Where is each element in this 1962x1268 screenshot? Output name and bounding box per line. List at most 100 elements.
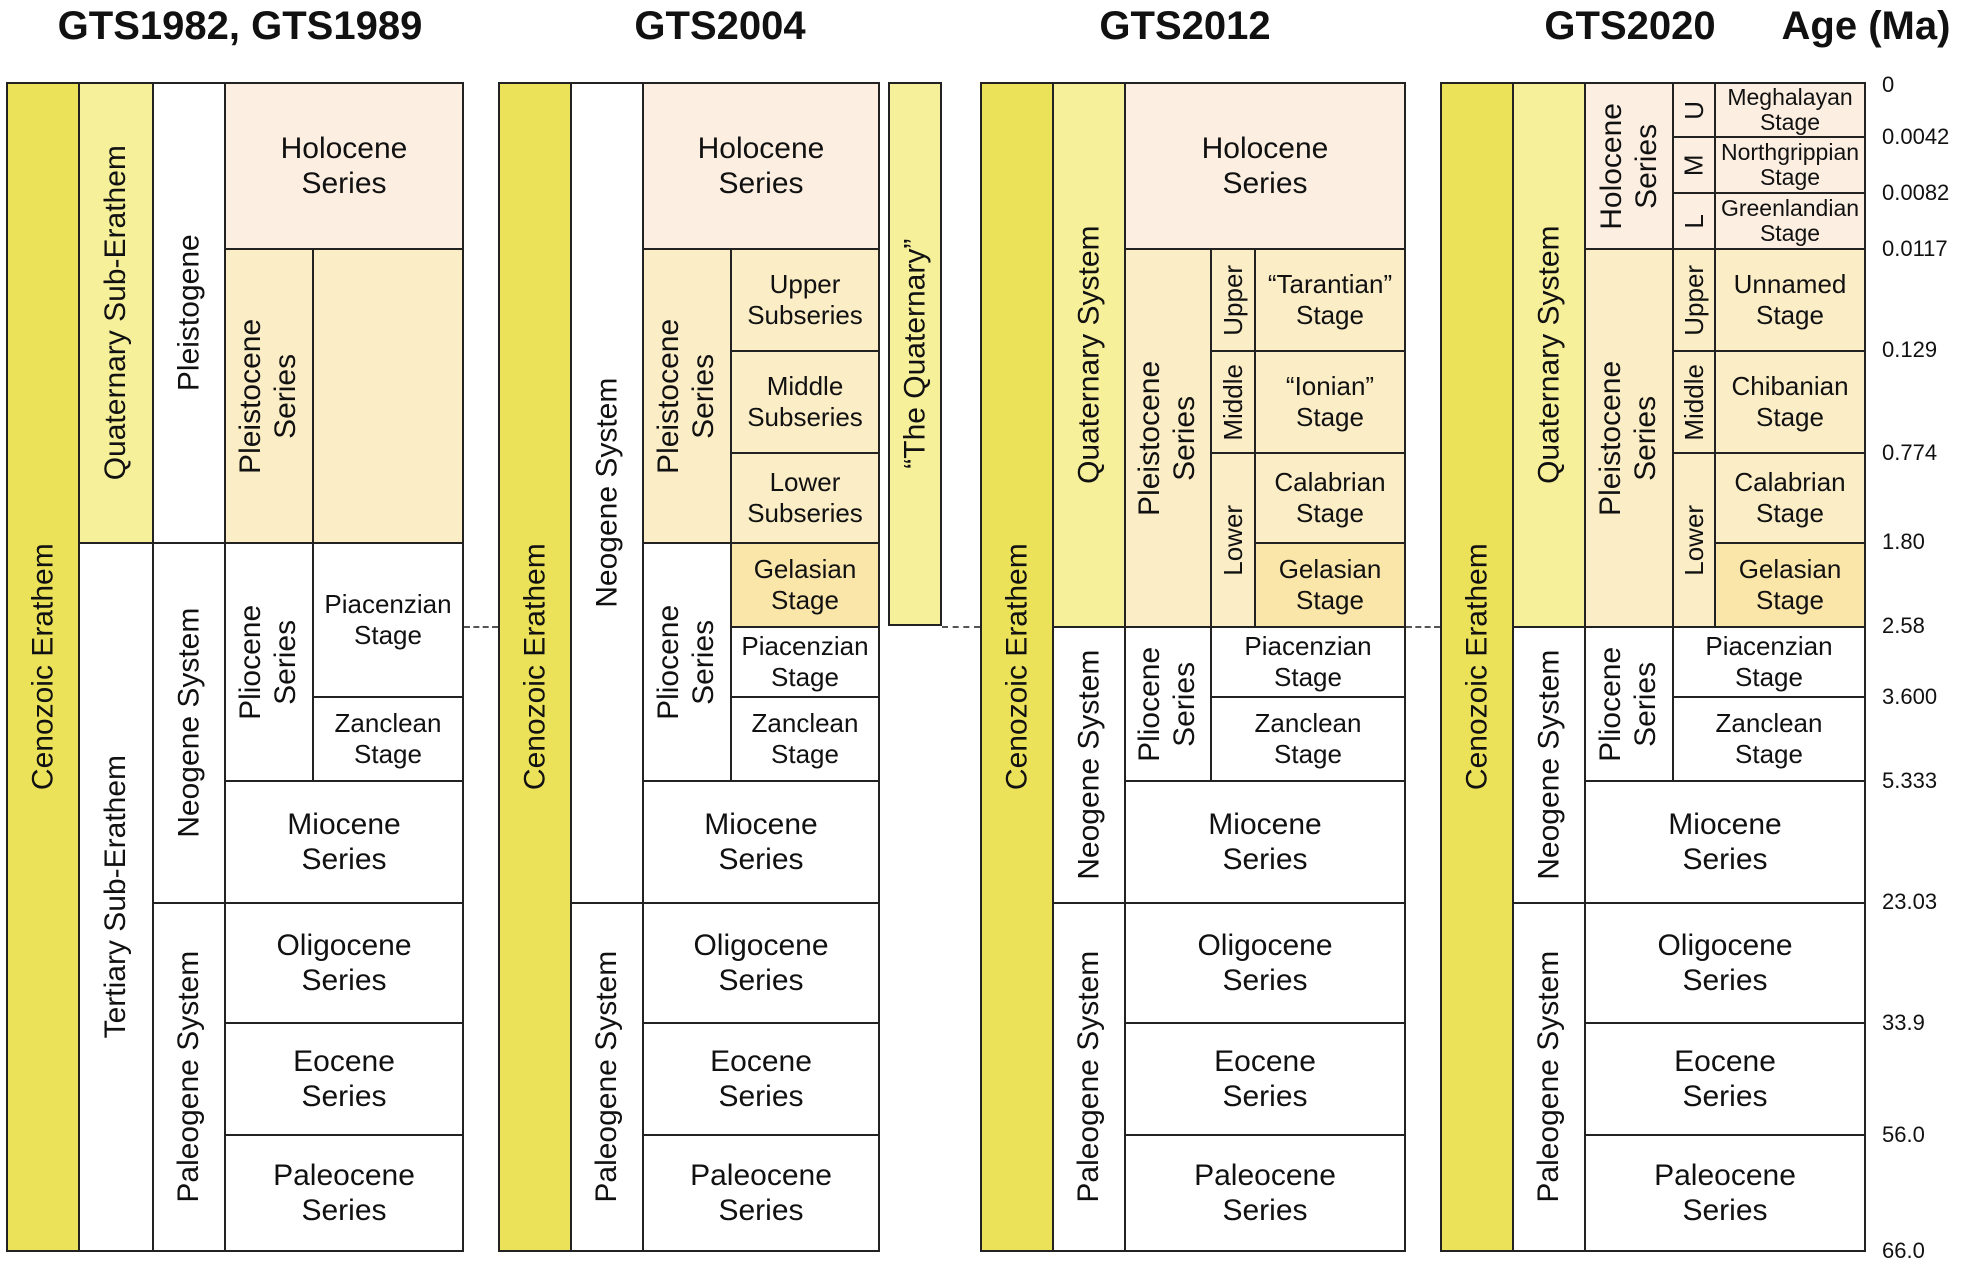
gts2020-paleocene-series: Paleocene Series: [1584, 1134, 1866, 1252]
gts2004-piacenzian-stage: Piacenzian Stage: [730, 626, 880, 698]
gts2004-pliocene-series: Pliocene Series: [642, 542, 732, 782]
gts2020-eocene-series: Eocene Series: [1584, 1022, 1866, 1136]
gts2004-the-quaternary-bracket: “The Quaternary”: [888, 82, 942, 626]
gts1982-cenozoic-erathem: Cenozoic Erathem: [6, 82, 80, 1252]
gts2004-miocene-series: Miocene Series: [642, 780, 880, 904]
gts2012-zanclean-stage: Zanclean Stage: [1210, 696, 1406, 782]
gts2012-upper-subseries: Upper: [1210, 248, 1256, 352]
gts2020-gelasian-stage: Gelasian Stage: [1714, 542, 1866, 628]
age-label: 0.774: [1882, 440, 1938, 465]
gts2020-pliocene-series: Pliocene Series: [1584, 626, 1674, 782]
gts2012-calabrian-stage: Calabrian Stage: [1254, 452, 1406, 544]
gts1982-oligocene-series: Oligocene Series: [224, 902, 464, 1024]
age-label: 1.80: [1882, 529, 1925, 554]
gts2012-lower-subseries: Lower: [1210, 452, 1256, 628]
gts2004-middle-subseries: Middle Subseries: [730, 350, 880, 454]
gts1982-holocene-series: Holocene Series: [224, 82, 464, 250]
gts2012-pleistocene-series: Pleistocene Series: [1124, 248, 1212, 628]
gts2020-calabrian-stage: Calabrian Stage: [1714, 452, 1866, 544]
gts2020-upper-subseries: Upper: [1672, 248, 1716, 352]
gts2012-ionian-stage: “Ionian” Stage: [1254, 350, 1406, 454]
age-label: 3.600: [1882, 684, 1938, 709]
gts2004-eocene-series: Eocene Series: [642, 1022, 880, 1136]
gts2020-quaternary-system: Quaternary System: [1512, 82, 1586, 628]
gts1982-pliocene-series: Pliocene Series: [224, 542, 314, 782]
gts2020-holocene-series: Holocene Series: [1584, 82, 1674, 250]
gts2012-paleocene-series: Paleocene Series: [1124, 1134, 1406, 1252]
gts1982-eocene-series: Eocene Series: [224, 1022, 464, 1136]
gts2004-gelasian-stage: Gelasian Stage: [730, 542, 880, 628]
gts1982-pleistocene-series: Pleistocene Series: [224, 248, 314, 544]
age-label: 56.0: [1882, 1122, 1925, 1147]
boundary-dash-3: [1406, 626, 1440, 628]
age-label: 5.333: [1882, 768, 1938, 793]
gts2020-miocene-series: Miocene Series: [1584, 780, 1866, 904]
gts2020-paleogene-system: Paleogene System: [1512, 902, 1586, 1252]
gts2012-cenozoic-erathem: Cenozoic Erathem: [980, 82, 1054, 1252]
gts2020-zanclean-stage: Zanclean Stage: [1672, 696, 1866, 782]
gts2012-piacenzian-stage: Piacenzian Stage: [1210, 626, 1406, 698]
age-label: 23.03: [1882, 889, 1938, 914]
gts2004-paleogene-system: Paleogene System: [570, 902, 644, 1252]
age-label: 0.0042: [1882, 124, 1950, 149]
age-label: 0.129: [1882, 337, 1938, 362]
age-label: 66.0: [1882, 1238, 1925, 1263]
age-label: 0.0082: [1882, 180, 1950, 205]
gts2012-gelasian-stage: Gelasian Stage: [1254, 542, 1406, 628]
gts2012-pliocene-series: Pliocene Series: [1124, 626, 1212, 782]
gts2004-upper-subseries: Upper Subseries: [730, 248, 880, 352]
gts2004-oligocene-series: Oligocene Series: [642, 902, 880, 1024]
gts2020-northgrippian-stage: Northgrippian Stage: [1714, 136, 1866, 194]
gts2012-holocene-series: Holocene Series: [1124, 82, 1406, 250]
gts1982-tertiary-sub-erathem: Tertiary Sub-Erathem: [78, 542, 154, 1252]
gts2012-oligocene-series: Oligocene Series: [1124, 902, 1406, 1024]
gts2012-tarantian-stage: “Tarantian” Stage: [1254, 248, 1406, 352]
gts2020-holocene-upper: U: [1672, 82, 1716, 138]
boundary-dash-1: [464, 626, 498, 628]
gts2004-cenozoic-erathem: Cenozoic Erathem: [498, 82, 572, 1252]
gts2020-meghalayan-stage: Meghalayan Stage: [1714, 82, 1866, 138]
gts1982-neogene-system: Neogene System: [152, 542, 226, 904]
gts1982-zanclean-stage: Zanclean Stage: [312, 696, 464, 782]
gts2004-pleistocene-series: Pleistocene Series: [642, 248, 732, 544]
gts2020-pleistocene-series: Pleistocene Series: [1584, 248, 1674, 628]
gts1982-paleocene-series: Paleocene Series: [224, 1134, 464, 1252]
boundary-dash-2: [942, 626, 980, 628]
gts1982-quaternary-sub-erathem: Quaternary Sub-Erathem: [78, 82, 154, 544]
gts2012-neogene-system: Neogene System: [1052, 626, 1126, 904]
gts2012-quaternary-system: Quaternary System: [1052, 82, 1126, 628]
gts2020-holocene-middle: M: [1672, 136, 1716, 194]
gts2004-neogene-system: Neogene System: [570, 82, 644, 904]
gts1982-miocene-series: Miocene Series: [224, 780, 464, 904]
title-age-axis: Age (Ma): [1781, 4, 1951, 48]
gts2004-zanclean-stage: Zanclean Stage: [730, 696, 880, 782]
title-gts2020: GTS2020: [1544, 4, 1716, 48]
age-label: 33.9: [1882, 1010, 1925, 1035]
age-label: 0.0117: [1882, 236, 1948, 261]
age-label: 2.58: [1882, 613, 1925, 638]
title-gts1982-gts1989: GTS1982, GTS1989: [57, 4, 423, 48]
gts2020-holocene-lower: L: [1672, 192, 1716, 250]
gts1982-pleistocene-blank: [312, 248, 464, 544]
gts2004-holocene-series: Holocene Series: [642, 82, 880, 250]
gts2020-greenlandian-stage: Greenlandian Stage: [1714, 192, 1866, 250]
gts2020-chibanian-stage: Chibanian Stage: [1714, 350, 1866, 454]
gts2012-eocene-series: Eocene Series: [1124, 1022, 1406, 1136]
gts2012-paleogene-system: Paleogene System: [1052, 902, 1126, 1252]
gts1982-paleogene-system: Paleogene System: [152, 902, 226, 1252]
gts2004-lower-subseries: Lower Subseries: [730, 452, 880, 544]
gts2020-unnamed-stage: Unnamed Stage: [1714, 248, 1866, 352]
gts1982-pleistogene: Pleistogene: [152, 82, 226, 544]
gts1982-piacenzian-stage: Piacenzian Stage: [312, 542, 464, 698]
gts2020-oligocene-series: Oligocene Series: [1584, 902, 1866, 1024]
gts2020-piacenzian-stage: Piacenzian Stage: [1672, 626, 1866, 698]
gts2012-miocene-series: Miocene Series: [1124, 780, 1406, 904]
gts2004-paleocene-series: Paleocene Series: [642, 1134, 880, 1252]
age-label: 0: [1882, 72, 1895, 97]
title-gts2012: GTS2012: [1099, 4, 1271, 48]
title-gts2004: GTS2004: [634, 4, 806, 48]
gts2020-lower-subseries: Lower: [1672, 452, 1716, 628]
gts2020-middle-subseries: Middle: [1672, 350, 1716, 454]
gts2020-cenozoic-erathem: Cenozoic Erathem: [1440, 82, 1514, 1252]
gts2012-middle-subseries: Middle: [1210, 350, 1256, 454]
